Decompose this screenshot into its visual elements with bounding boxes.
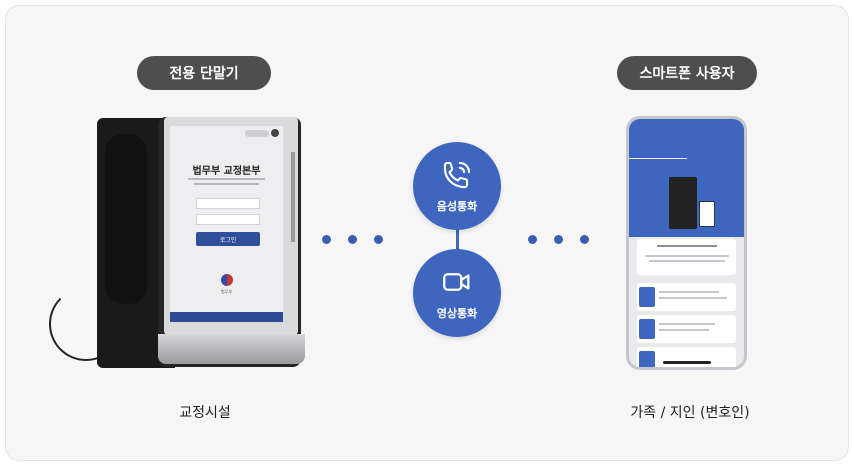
item-text-line	[659, 323, 715, 325]
device-caption: 교정시설	[179, 405, 231, 421]
kiosk-handset	[105, 134, 147, 304]
info-icon	[639, 351, 655, 367]
phone-list-item	[637, 315, 736, 343]
kiosk-cord	[49, 287, 123, 361]
smartphone-illustration	[626, 116, 747, 370]
voice-call-node: 음성통화	[413, 142, 501, 230]
umbrella-icon	[639, 287, 655, 307]
kiosk-thumbnail	[669, 177, 697, 229]
phone-tab	[687, 149, 745, 159]
phone-thumbnail	[699, 201, 715, 227]
dot	[348, 235, 357, 244]
item-text-line	[659, 297, 727, 299]
phone-list-item	[637, 347, 736, 367]
dot	[554, 235, 563, 244]
video-camera-icon	[443, 273, 470, 291]
phone-list-item	[637, 283, 736, 311]
phone-icon	[639, 319, 655, 339]
device-header-label: 전용 단말기	[169, 66, 239, 82]
kiosk-login-label: 로그인	[219, 236, 237, 244]
card-title-line	[657, 245, 717, 247]
dot	[580, 235, 589, 244]
ministry-emblem-icon	[221, 274, 233, 286]
kiosk-screen: 법무부 교정본부 로그인 법무부	[170, 126, 283, 322]
card-text-line	[645, 255, 729, 257]
dot	[374, 235, 383, 244]
dot	[528, 235, 537, 244]
video-call-label: 영상통화	[436, 307, 478, 320]
card-text-line	[649, 260, 725, 262]
phone-tabs	[629, 149, 744, 159]
kiosk-topbar	[170, 126, 283, 142]
kiosk-id-field	[196, 198, 260, 209]
language-pill-icon	[245, 130, 269, 137]
kiosk-side-slot	[291, 152, 295, 242]
phone-tab	[629, 149, 687, 159]
kiosk-subtitle-line	[194, 183, 259, 185]
kiosk-title: 법무부 교정본부	[192, 166, 261, 177]
kiosk-login-button: 로그인	[196, 232, 260, 246]
kiosk-illustration: 법무부 교정본부 로그인 법무부	[45, 112, 305, 382]
voice-call-label: 음성통화	[436, 200, 478, 213]
left-connector-dots	[322, 235, 383, 244]
smartphone-header-label: 스마트폰 사용자	[639, 66, 735, 82]
kiosk-base	[158, 334, 305, 364]
device-header-pill: 전용 단말기	[137, 56, 271, 90]
dot	[322, 235, 331, 244]
video-call-node: 영상통화	[413, 249, 501, 337]
item-text-line	[659, 291, 719, 293]
kiosk-subtitle-line	[188, 178, 265, 180]
phone-icon	[443, 161, 471, 189]
smartphone-header-pill: 스마트폰 사용자	[617, 56, 757, 90]
kiosk-bottom-bar	[170, 312, 283, 322]
kiosk-password-field	[196, 214, 260, 225]
right-connector-dots	[528, 235, 589, 244]
phone-info-card	[637, 239, 736, 275]
user-icon	[271, 129, 279, 137]
phone-header-area	[629, 119, 744, 237]
ministry-emblem-label: 법무부	[220, 289, 233, 294]
home-indicator	[663, 361, 711, 364]
smartphone-caption: 가족 / 지인 (변호인)	[630, 405, 750, 421]
circle-connector	[456, 222, 459, 250]
item-text-line	[659, 329, 709, 331]
